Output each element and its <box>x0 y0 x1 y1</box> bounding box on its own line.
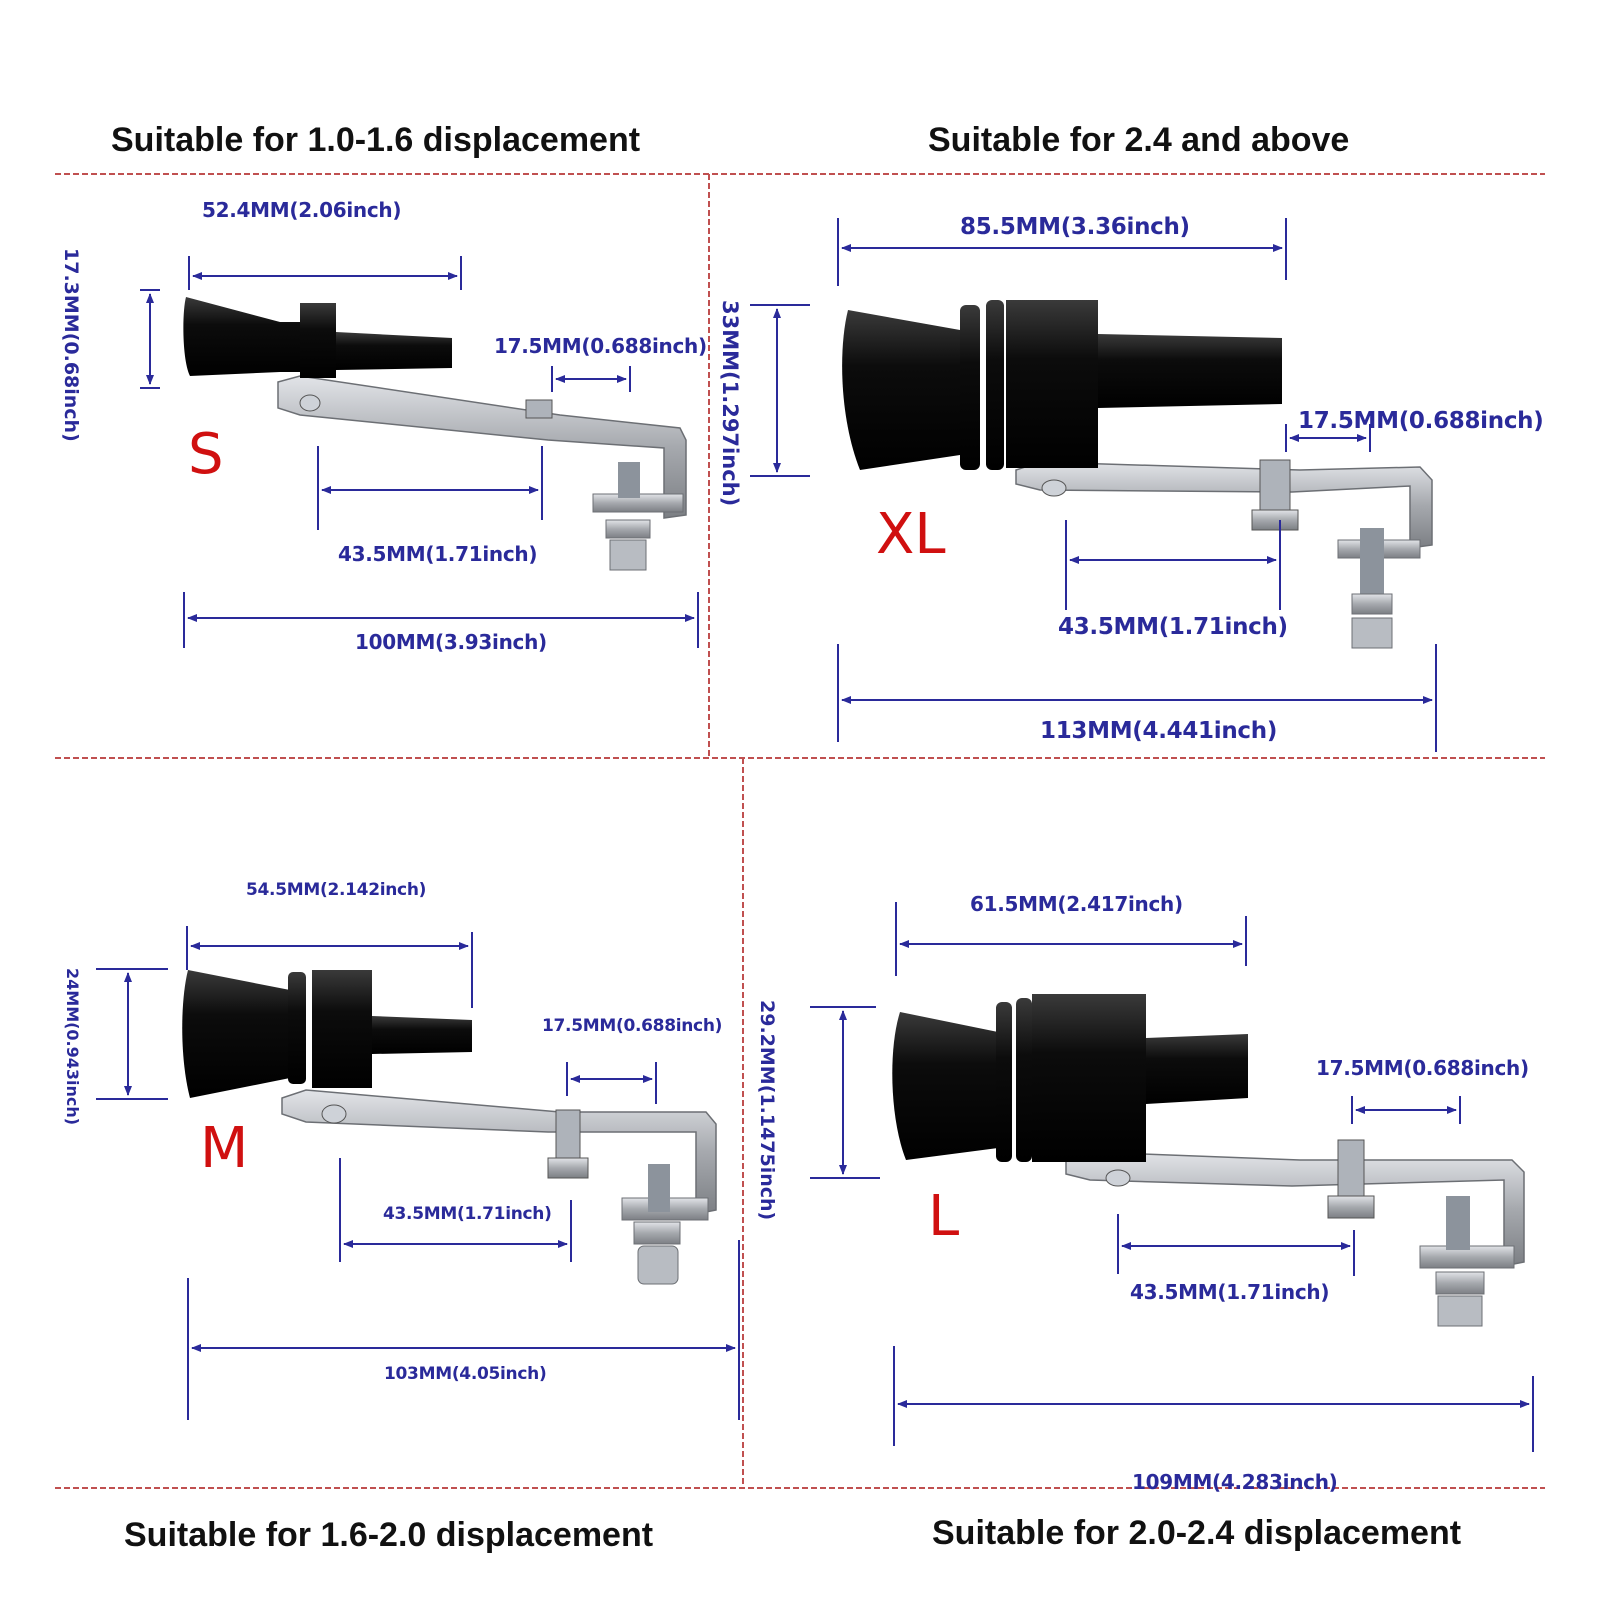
m-diameter-label: 24MM(0.943inch) <box>63 968 82 1126</box>
s-slot-label: 17.5MM(0.688inch) <box>494 334 707 358</box>
product-s-dimension-lines <box>140 256 699 648</box>
product-xl-dimension-lines <box>750 218 1437 752</box>
m-body-length-label: 54.5MM(2.142inch) <box>246 880 427 900</box>
m-total-length-label: 103MM(4.05inch) <box>384 1364 547 1384</box>
size-label-s: S <box>188 422 224 487</box>
xl-total-length-label: 113MM(4.441inch) <box>1040 718 1278 744</box>
xl-slot-label: 17.5MM(0.688inch) <box>1298 408 1544 434</box>
s-total-length-label: 100MM(3.93inch) <box>355 630 547 654</box>
product-m-image <box>182 970 717 1285</box>
l-body-length-label: 61.5MM(2.417inch) <box>970 892 1183 916</box>
l-diameter-label: 29.2MM(1.1475inch) <box>756 1000 778 1221</box>
l-slot-label: 17.5MM(0.688inch) <box>1316 1056 1529 1080</box>
caption-bottom-left: Suitable for 1.6-2.0 displacement <box>124 1516 654 1554</box>
size-label-m: M <box>200 1116 249 1181</box>
s-hole-spacing-label: 43.5MM(1.71inch) <box>338 542 538 566</box>
size-label-xl: XL <box>876 502 946 567</box>
xl-diameter-label: 33MM(1.297inch) <box>718 300 742 507</box>
l-hole-spacing-label: 43.5MM(1.71inch) <box>1130 1280 1330 1304</box>
product-s-image <box>183 297 687 571</box>
caption-top-right: Suitable for 2.4 and above <box>928 121 1350 159</box>
xl-body-length-label: 85.5MM(3.36inch) <box>960 214 1190 240</box>
xl-hole-spacing-label: 43.5MM(1.71inch) <box>1058 614 1288 640</box>
size-label-l: L <box>928 1184 960 1249</box>
product-m-dimension-lines <box>96 926 740 1420</box>
m-hole-spacing-label: 43.5MM(1.71inch) <box>383 1204 552 1224</box>
s-diameter-label: 17.3MM(0.68inch) <box>60 248 82 442</box>
caption-top-left: Suitable for 1.0-1.6 displacement <box>111 121 641 159</box>
panel-dividers <box>55 173 1545 1489</box>
product-l-dimension-lines <box>810 902 1534 1452</box>
s-body-length-label: 52.4MM(2.06inch) <box>202 198 402 222</box>
l-total-length-label: 109MM(4.283inch) <box>1132 1470 1338 1494</box>
product-l-image <box>892 994 1525 1327</box>
product-xl-image <box>842 300 1433 649</box>
caption-bottom-right: Suitable for 2.0-2.4 displacement <box>932 1514 1462 1552</box>
m-slot-label: 17.5MM(0.688inch) <box>542 1016 723 1036</box>
